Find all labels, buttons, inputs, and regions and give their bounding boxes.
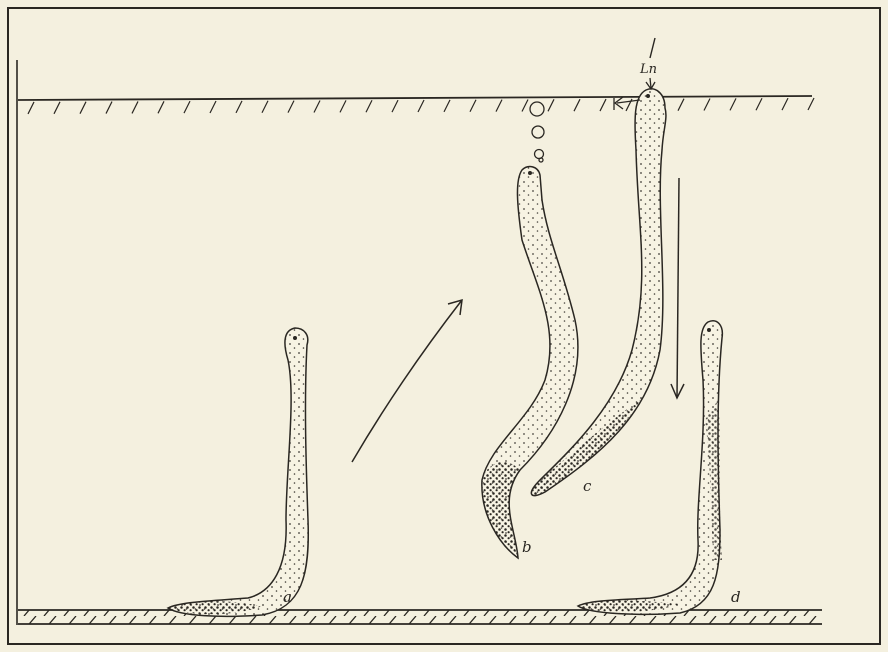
sinking-arrow [671,178,684,398]
label-d: d [731,588,741,606]
surface-tick [756,98,762,110]
surface-tick [808,98,814,110]
surface-tick [262,101,268,113]
fish-eye [646,94,650,98]
air-bubbles [530,102,544,162]
surface-tick [522,99,528,111]
surface-tick [106,102,112,114]
surface-tick [28,102,34,114]
surface-tick [132,101,138,113]
rising-arrow [352,300,462,462]
label-b: b [522,538,532,556]
label-a: a [283,588,292,606]
surface-tick [730,98,736,110]
surface-tick [600,99,606,111]
water-surface [18,96,814,114]
surface-tick [392,100,398,112]
surface-tick [54,102,60,114]
surface-tick [548,99,554,111]
surface-tick [444,100,450,112]
surface-tick [496,100,502,112]
tank-floor [18,610,822,624]
bubble [535,150,544,159]
surface-tick [236,101,242,113]
fish-b [482,167,578,558]
bubble [539,158,543,162]
surface-tick [80,102,86,114]
surface-tick [184,101,190,113]
fish-eye [528,171,532,175]
label-c: c [583,477,592,495]
fish-a [168,328,308,616]
surface-tick [704,99,710,111]
surface-tick [574,99,580,111]
surface-tick [340,100,346,112]
bubble [530,102,544,116]
surface-tick [782,98,788,110]
surface-tick [158,101,164,113]
surface-tick [210,101,216,113]
tank-outline [8,8,880,644]
surface-tick [366,100,372,112]
bubble [532,126,544,138]
surface-tick [470,100,476,112]
surface-tick [288,101,294,113]
surface-tick [314,101,320,113]
fish-eye [707,328,711,332]
surface-tick [678,99,684,111]
surface-tick [418,100,424,112]
label-ln: Ln [639,62,657,77]
fish-eye [293,336,297,340]
